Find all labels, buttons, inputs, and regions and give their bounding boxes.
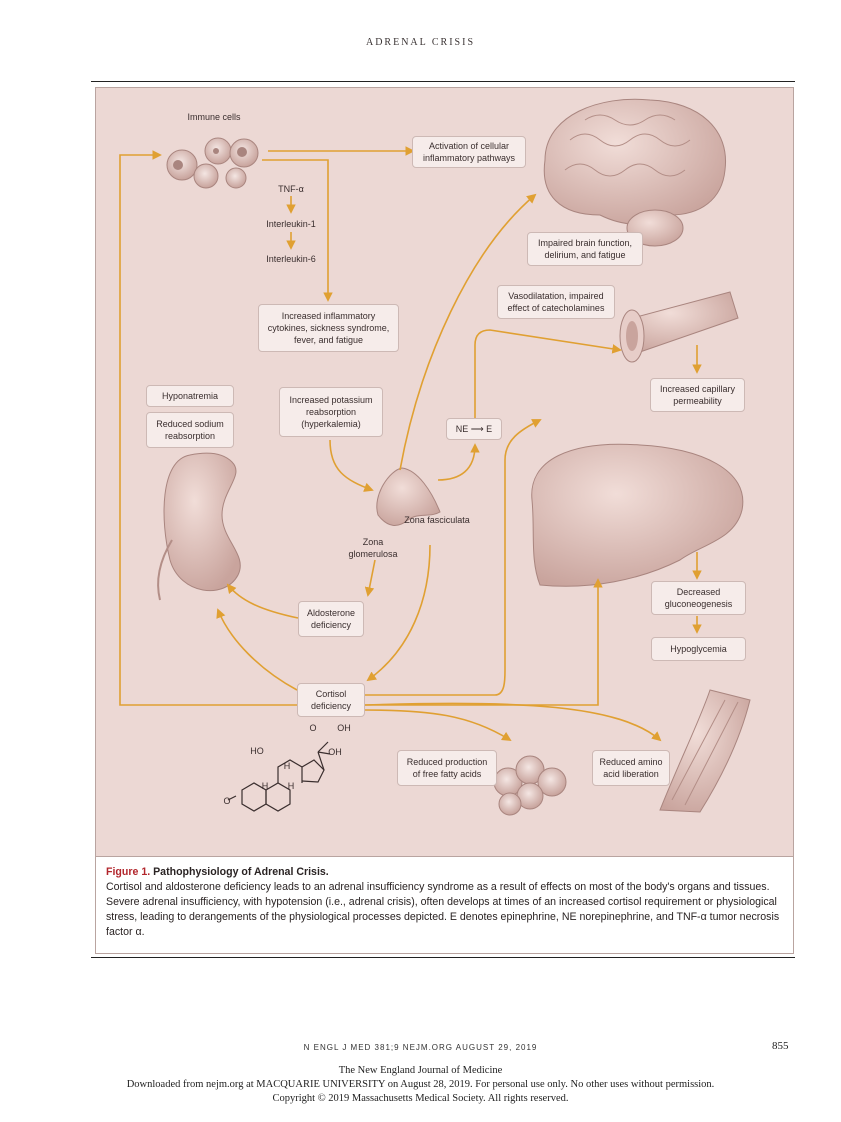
chem-h-label-1: H xyxy=(283,761,291,771)
increased-potassium-reabsorption-box: Increased potassium reabsorption (hyperk… xyxy=(279,387,383,437)
zona-fasciculata-label: Zona fasciculata xyxy=(404,515,470,525)
chem-h-label-2: H xyxy=(261,781,269,791)
figure-caption: Figure 1. Pathophysiology of Adrenal Cri… xyxy=(95,857,794,954)
journal-citation-line: N ENGL J MED 381;9 NEJM.ORG AUGUST 29, 2… xyxy=(303,1043,538,1052)
hypoglycemia-box: Hypoglycemia xyxy=(651,637,746,661)
fat-cells-illustration xyxy=(493,755,567,816)
interleukin-6-label: Interleukin-6 xyxy=(266,254,316,264)
increased-inflammatory-cytokines-box: Increased inflammatory cytokines, sickne… xyxy=(258,304,399,352)
figure-caption-body: Cortisol and aldosterone deficiency lead… xyxy=(106,881,780,938)
reduced-amino-acid-liberation-box: Reduced amino acid liberation xyxy=(592,750,670,786)
running-head: ADRENAL CRISIS xyxy=(365,37,476,48)
copyright-notice: Copyright © 2019 Massachusetts Medical S… xyxy=(272,1093,569,1104)
chem-o-label: O xyxy=(309,723,317,733)
chem-ho-label: HO xyxy=(250,746,264,756)
aldosterone-deficiency-box: Aldosterone deficiency xyxy=(298,601,364,637)
cortisol-structure xyxy=(227,741,331,812)
reduced-sodium-reabsorption-box: Reduced sodium reabsorption xyxy=(146,412,234,448)
adrenal-gland-illustration xyxy=(376,467,441,526)
immune-cells-label: Immune cells xyxy=(187,112,241,122)
kidney-illustration xyxy=(157,452,241,601)
muscle-illustration xyxy=(659,689,751,813)
figure-number: Figure 1. xyxy=(106,866,151,878)
cortisol-deficiency-box: Cortisol deficiency xyxy=(297,683,365,717)
vasodilatation-box: Vasodilatation, impaired effect of catec… xyxy=(497,285,615,319)
activation-inflammatory-pathways-box: Activation of cellular inflammatory path… xyxy=(412,136,526,168)
chem-o-ketone-label: O xyxy=(223,796,231,806)
decreased-gluconeogenesis-box: Decreased gluconeogenesis xyxy=(651,581,746,615)
brain-illustration xyxy=(543,98,727,247)
page-number: 855 xyxy=(772,1040,789,1052)
top-rule xyxy=(91,81,795,82)
liver-illustration xyxy=(531,443,744,587)
figure-title: Pathophysiology of Adrenal Crisis. xyxy=(153,866,329,878)
tnf-alpha-label: TNF-α xyxy=(278,184,304,194)
reduced-free-fatty-acids-box: Reduced production of free fatty acids xyxy=(397,750,497,786)
download-notice: Downloaded from nejm.org at MACQUARIE UN… xyxy=(126,1079,715,1090)
chem-oh-label: OH xyxy=(337,723,351,733)
chem-oh-side-label: OH xyxy=(328,747,342,757)
hyponatremia-box: Hyponatremia xyxy=(146,385,234,407)
interleukin-1-label: Interleukin-1 xyxy=(266,219,316,229)
blood-vessel-illustration xyxy=(619,291,739,363)
zona-glomerulosa-label: Zona glomerulosa xyxy=(348,537,398,559)
immune-cells-illustration xyxy=(166,137,259,189)
bottom-rule xyxy=(91,957,795,958)
journal-name: The New England Journal of Medicine xyxy=(338,1065,503,1076)
pathway-arrows xyxy=(119,146,702,742)
chem-h-label-3: H xyxy=(287,781,295,791)
ne-to-e-box: NE ⟶ E xyxy=(446,418,502,440)
increased-capillary-permeability-box: Increased capillary permeability xyxy=(650,378,745,412)
impaired-brain-function-box: Impaired brain function, delirium, and f… xyxy=(527,232,643,266)
